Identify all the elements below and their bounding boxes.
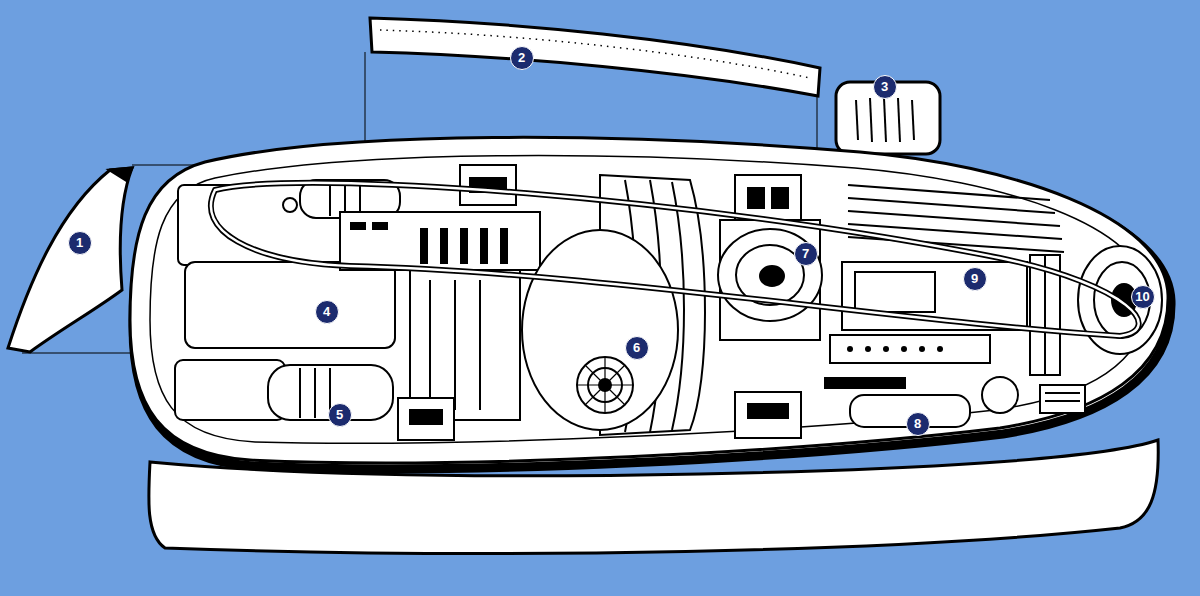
callout-number: 7 xyxy=(794,242,818,266)
top-strip xyxy=(380,30,810,78)
clip xyxy=(398,398,454,440)
grille xyxy=(855,272,935,312)
circuit xyxy=(919,346,925,352)
callout-number: 2 xyxy=(510,46,534,70)
motor xyxy=(577,357,633,413)
component xyxy=(350,222,366,230)
component xyxy=(175,180,540,420)
panel-piece xyxy=(8,168,132,352)
callout-number: 3 xyxy=(873,75,897,99)
motor xyxy=(522,175,705,435)
component xyxy=(460,228,468,264)
circuit xyxy=(830,335,990,363)
panel-piece xyxy=(8,168,132,352)
circuit xyxy=(825,255,1085,427)
top-strip xyxy=(370,18,820,96)
top-strip xyxy=(370,18,820,96)
belt xyxy=(211,183,1139,336)
fan xyxy=(718,220,822,340)
callout-number: 5 xyxy=(328,403,352,427)
callout-number: 9 xyxy=(963,267,987,291)
panel-piece xyxy=(110,168,132,180)
motor xyxy=(522,230,678,430)
component xyxy=(330,182,360,216)
belt xyxy=(211,183,1139,336)
component xyxy=(300,368,330,418)
clip xyxy=(735,392,801,438)
callout-number: 8 xyxy=(906,412,930,436)
component xyxy=(372,222,388,230)
hull xyxy=(130,137,1171,468)
circuit xyxy=(901,346,907,352)
clip xyxy=(410,410,442,424)
circuit xyxy=(1045,393,1080,401)
clip xyxy=(772,188,788,208)
circuit xyxy=(982,377,1018,413)
component xyxy=(185,262,395,348)
clip xyxy=(735,175,801,220)
grille-piece xyxy=(870,98,872,142)
callout-number: 6 xyxy=(625,336,649,360)
grille-piece xyxy=(912,100,914,140)
circuit xyxy=(937,346,943,352)
motor xyxy=(577,357,633,413)
circuit xyxy=(883,346,889,352)
grille-piece xyxy=(884,98,886,142)
circuit xyxy=(865,346,871,352)
component xyxy=(283,198,297,212)
component xyxy=(420,228,428,264)
circuit xyxy=(1040,385,1085,413)
component xyxy=(440,228,448,264)
hull xyxy=(150,156,1148,444)
component xyxy=(430,280,480,410)
leader-line xyxy=(22,353,132,354)
grille-piece xyxy=(898,98,900,142)
fan xyxy=(760,266,784,286)
grille-piece xyxy=(856,100,858,140)
callout-number: 10 xyxy=(1131,285,1155,309)
component xyxy=(480,228,488,264)
clip xyxy=(460,165,516,205)
callout-number: 4 xyxy=(315,300,339,324)
circuit xyxy=(1044,255,1046,375)
clip xyxy=(748,404,788,418)
circuit xyxy=(825,378,905,388)
clip xyxy=(748,188,764,208)
callout-number: 1 xyxy=(68,231,92,255)
component xyxy=(500,228,508,264)
clip xyxy=(398,165,801,440)
hull xyxy=(130,137,1168,462)
grille xyxy=(848,185,1064,252)
belt xyxy=(211,183,1139,336)
circuit xyxy=(847,346,853,352)
component xyxy=(340,212,540,270)
